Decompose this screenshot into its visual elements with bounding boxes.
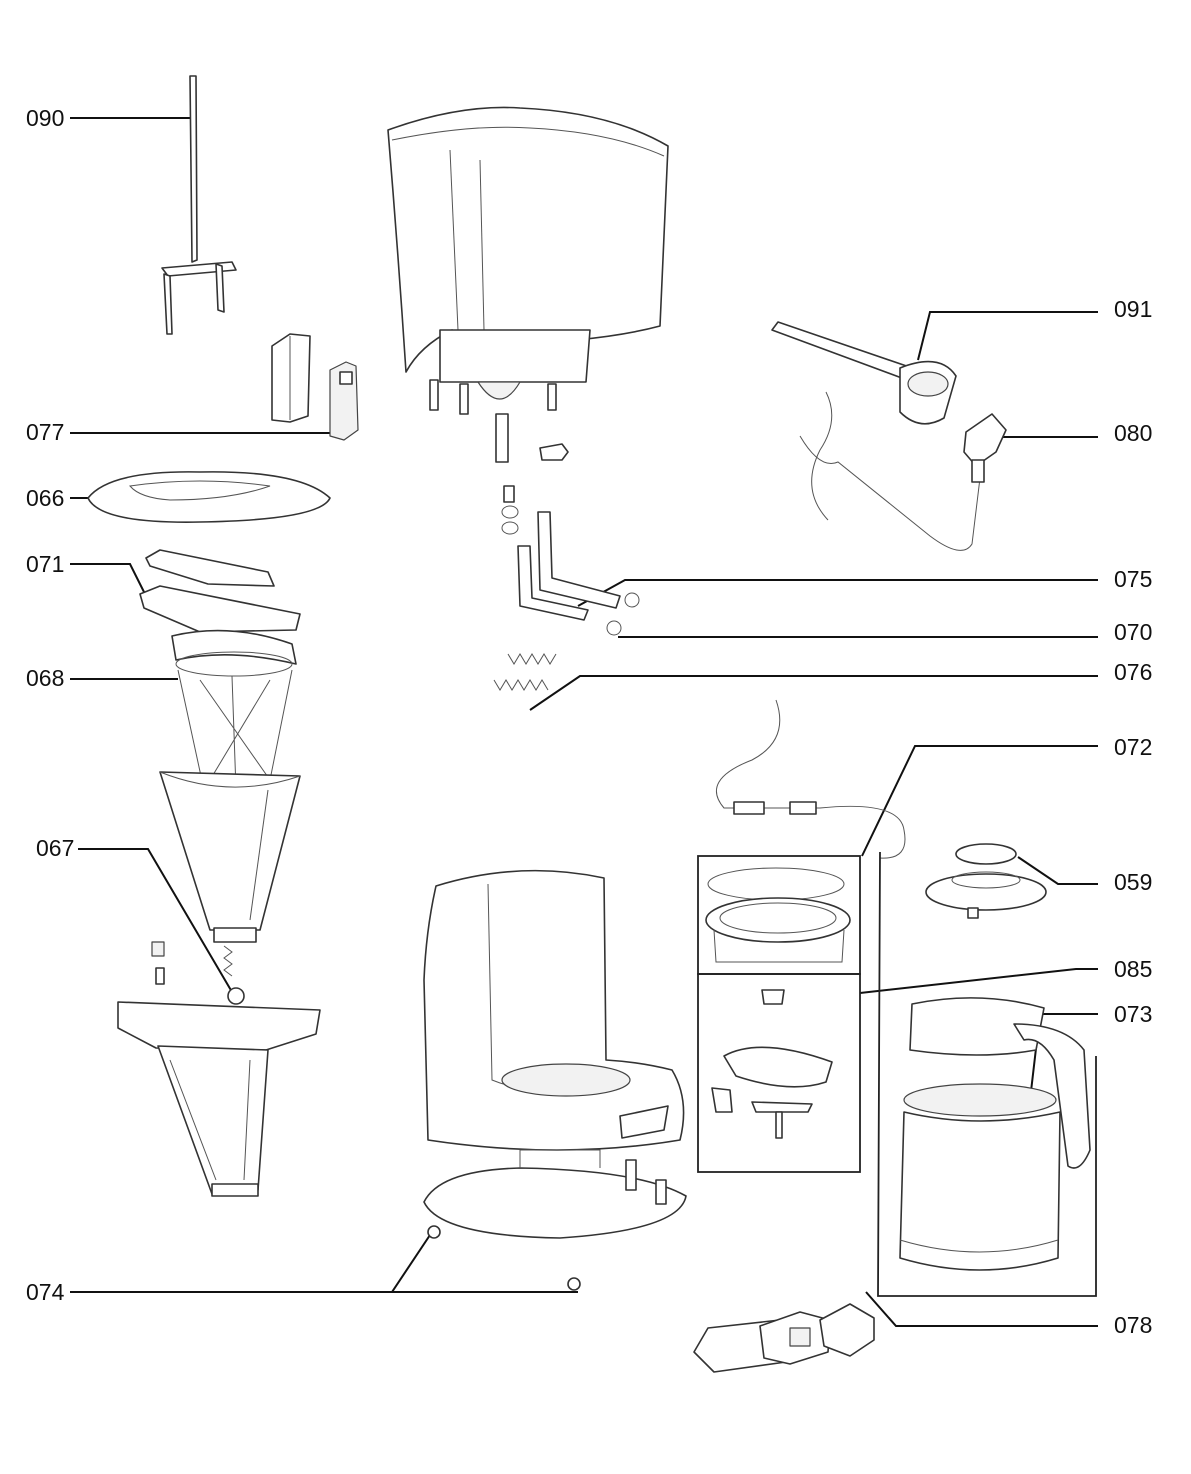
label-068: 068 [26,665,65,691]
label-076: 076 [1114,659,1153,685]
part-080-power-cord [799,391,1007,551]
label-071: 071 [26,551,65,577]
label-074: 074 [26,1279,65,1305]
part-base-housing [423,869,685,1151]
part-075-water-tube [503,485,621,621]
leader-059 [1017,856,1098,885]
label-080: 080 [1114,420,1153,446]
part-071-hinge-arm [139,549,301,633]
label-085: 085 [1114,956,1153,982]
part-077-switch-module [271,333,359,441]
part-073-carafe [899,997,1091,1271]
leader-072 [861,745,1098,857]
part-076-spring [493,653,557,691]
leader-067 [78,848,233,993]
label-070: 070 [1114,619,1153,645]
part-090-stirring-rod [161,75,237,335]
part-085-carafe-valve-set [697,973,861,1173]
label-077: 077 [26,419,65,445]
part-070-hose-clip [501,505,640,636]
part-small-clip [539,443,569,461]
label-072: 072 [1114,734,1153,760]
label-066: 066 [26,485,65,511]
label-090: 090 [26,105,65,131]
part-074-base-plate [423,1149,687,1291]
leader-076 [529,675,1098,711]
leader-lines [70,117,1098,1327]
part-filter-holder [117,1001,321,1197]
label-073: 073 [1114,1001,1153,1027]
part-072-heating-plate-set [697,855,861,975]
leader-075 [577,579,1098,607]
part-water-tank [387,106,669,463]
part-066-lid [87,471,331,523]
part-067-filter-cone [151,771,301,1005]
part-091-measuring-scoop [771,321,957,425]
leader-071 [70,563,149,601]
label-059: 059 [1114,869,1153,895]
part-078-control-board [693,1303,875,1373]
part-068-filter-frame [171,629,297,791]
label-078: 078 [1114,1312,1153,1338]
leader-085 [859,968,1098,994]
label-067: 067 [36,835,75,861]
leader-091 [917,311,1098,361]
leader-074 [70,1231,578,1293]
label-075: 075 [1114,566,1153,592]
label-091: 091 [1114,296,1153,322]
leader-078 [865,1291,1098,1327]
part-heater-cable [715,699,906,859]
part-059-carafe-lid [877,843,1097,1297]
